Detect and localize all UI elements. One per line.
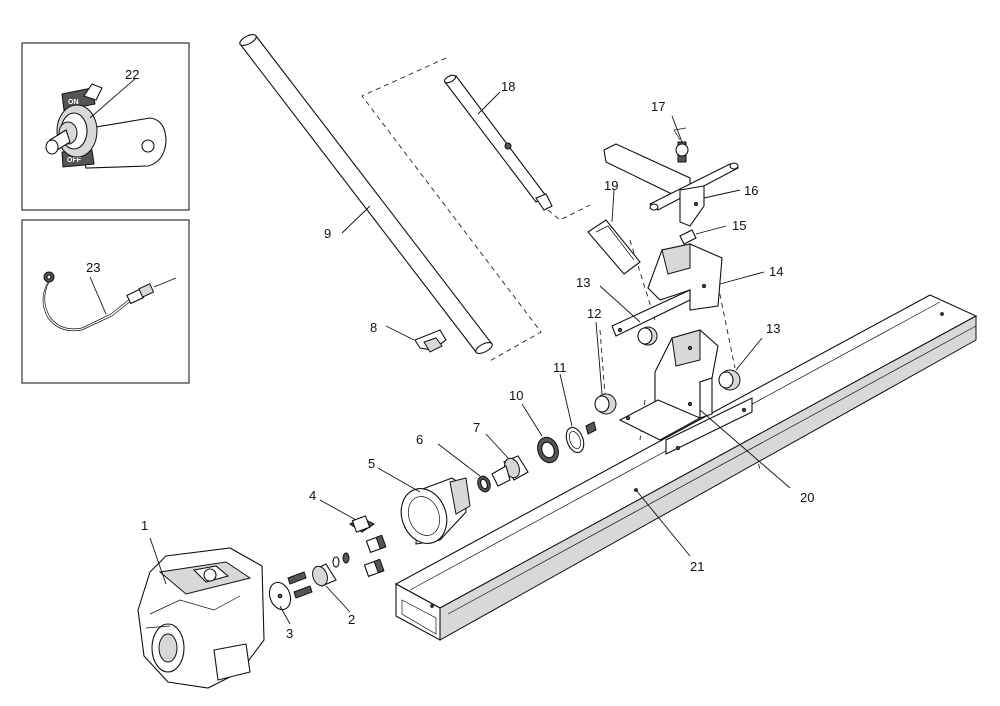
engine [137,537,265,689]
alignment-line-right [717,284,736,369]
snap-ring [559,373,597,454]
spacer-12 [594,321,617,415]
callout-19: 19 [604,178,618,193]
callout-4: 4 [309,488,316,503]
support-bracket [618,329,791,489]
callout-21: 21 [690,559,704,574]
rubber-mount-mid [365,534,387,554]
spacer-13-right [718,337,763,391]
callout-13-right: 13 [766,321,780,336]
callout-1: 1 [141,518,148,533]
callout-3: 3 [286,626,293,641]
alignment-line-handle [361,57,542,363]
alignment-line-spacer [599,329,606,396]
clamp-part [385,325,447,353]
callout-8: 8 [370,320,377,335]
handle-tube [239,34,493,354]
alignment-line-upper [547,204,591,221]
callout-10: 10 [509,388,523,403]
coupling [312,563,351,613]
callout-7: 7 [473,420,480,435]
spacer-13-left [599,285,658,346]
t-handle-frame [603,143,741,227]
callout-22: 22 [125,67,139,82]
bearing [521,403,559,464]
callout-11: 11 [553,360,567,375]
callout-13-left: 13 [576,275,590,290]
callout-labels: 1 2 3 4 5 6 7 8 9 10 11 12 13 13 14 15 1… [86,67,814,641]
callout-15: 15 [732,218,746,233]
pin-part [679,225,727,245]
callout-12: 12 [587,306,601,321]
adapter-plate [268,581,292,625]
inset-cable-box [21,219,190,384]
bolts [287,571,313,599]
rubber-mount-low [363,558,385,578]
upper-bracket [611,243,765,337]
callout-14: 14 [769,264,783,279]
key-switch [671,115,689,163]
inner-tube [443,74,553,211]
bushing [437,443,491,493]
rubber-mount-top [319,499,375,533]
callout-5: 5 [368,456,375,471]
switch-off-label: OFF [67,157,82,164]
inset-switch-box: ON OFF [21,42,190,211]
eccentric-shaft [485,433,529,487]
switch-on-label: ON [68,99,79,106]
hinge-plate [587,189,641,275]
callout-16: 16 [744,183,758,198]
callout-17: 17 [651,99,665,114]
callout-2: 2 [348,612,355,627]
callout-9: 9 [324,226,331,241]
callout-23: 23 [86,260,100,275]
screed-beam [394,294,978,641]
callout-6: 6 [416,432,423,447]
callout-20: 20 [800,490,814,505]
callout-18: 18 [501,79,515,94]
washers [332,552,350,568]
clutch-drum [377,467,471,545]
alignment-line-mid [629,239,656,321]
